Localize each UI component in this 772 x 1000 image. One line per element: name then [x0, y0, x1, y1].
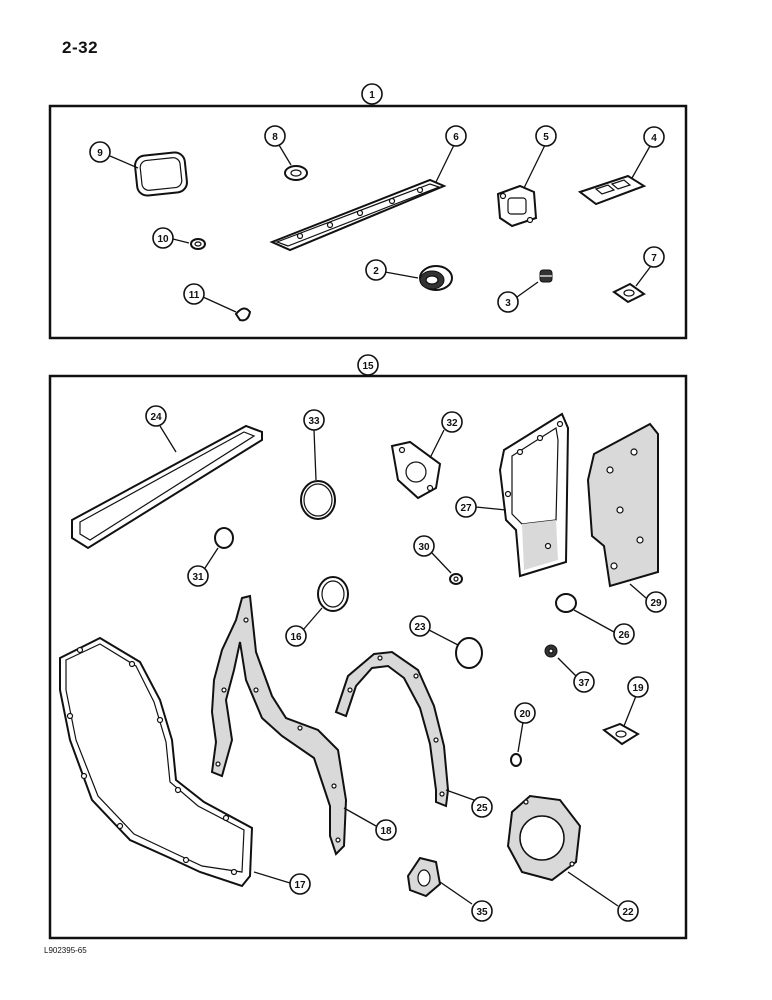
part-27-cooler-gasket — [498, 412, 570, 578]
figure-reference-code: L902395-65 — [44, 946, 87, 955]
callout-33-label: 33 — [308, 416, 320, 427]
part-24-pan-gasket — [71, 424, 263, 550]
callout-25-label: 25 — [476, 803, 488, 814]
callout-2: 2 — [365, 259, 419, 281]
part-5-flange-gasket — [496, 184, 538, 228]
part-22-exhaust-gasket — [506, 794, 582, 882]
callout-10-label: 10 — [157, 234, 169, 245]
callout-2-label: 2 — [373, 266, 379, 277]
callout-30: 30 — [413, 535, 452, 574]
callout-16: 16 — [285, 607, 323, 647]
callout-6-label: 6 — [453, 132, 459, 143]
callout-3-label: 3 — [505, 298, 511, 309]
lower-kit-panel — [48, 374, 688, 940]
part-10-small-ring — [190, 238, 206, 250]
callout-35: 35 — [439, 881, 493, 922]
callout-11-label: 11 — [189, 290, 200, 301]
callout-17: 17 — [253, 871, 311, 895]
part-30-washer — [449, 573, 463, 585]
callout-27-label: 27 — [460, 503, 472, 514]
part-6-long-gasket — [269, 178, 447, 252]
part-26-o-ring — [555, 593, 577, 613]
callout-26: 26 — [573, 609, 635, 645]
callout-37-label: 37 — [578, 678, 590, 689]
callout-11: 11 — [183, 283, 237, 313]
callout-8: 8 — [264, 125, 292, 166]
callout-15: 15 — [357, 354, 379, 377]
part-11-clip — [234, 307, 252, 322]
callout-7-label: 7 — [651, 253, 657, 264]
part-16-o-ring — [317, 576, 349, 612]
part-33-o-ring — [300, 480, 336, 520]
callout-29-label: 29 — [650, 598, 662, 609]
callout-24-label: 24 — [150, 412, 162, 423]
callout-27: 27 — [455, 496, 507, 518]
part-4-twin-port-gasket — [577, 174, 647, 206]
callout-9: 9 — [89, 141, 139, 169]
callout-29: 29 — [629, 583, 667, 613]
part-17-gear-housing-gasket — [59, 636, 254, 888]
callout-32-label: 32 — [446, 418, 458, 429]
callout-30-label: 30 — [418, 542, 430, 553]
callout-26-label: 26 — [618, 630, 630, 641]
callout-25: 25 — [445, 789, 493, 818]
callout-3: 3 — [497, 281, 539, 313]
callout-20-label: 20 — [519, 709, 531, 720]
callout-19-label: 19 — [632, 683, 644, 694]
callout-19: 19 — [623, 676, 649, 727]
callout-17-label: 17 — [294, 880, 306, 891]
callout-1-label: 1 — [369, 90, 375, 101]
callout-6: 6 — [435, 125, 467, 183]
callout-35-label: 35 — [476, 907, 488, 918]
part-20-small-ring — [510, 753, 522, 767]
part-2-thick-seal — [419, 265, 453, 291]
part-37-grommet — [544, 644, 558, 658]
callout-18-label: 18 — [380, 826, 392, 837]
part-23-o-ring — [455, 637, 483, 669]
callout-22-label: 22 — [622, 907, 634, 918]
part-31-small-o-ring — [214, 527, 234, 549]
part-19-small-flange — [601, 722, 640, 746]
part-8-ring — [284, 165, 308, 181]
part-3-grommet — [539, 269, 553, 283]
part-32-plate-gasket — [390, 440, 442, 500]
callout-23: 23 — [409, 615, 459, 646]
part-9-seal — [134, 151, 188, 197]
callout-10: 10 — [152, 227, 190, 249]
part-35-small-gasket — [406, 856, 442, 898]
callout-5-label: 5 — [543, 132, 549, 143]
callout-24: 24 — [145, 405, 177, 453]
callout-22: 22 — [567, 871, 639, 922]
callout-1: 1 — [361, 83, 383, 106]
callout-31: 31 — [187, 547, 219, 587]
callout-18: 18 — [343, 807, 397, 841]
callout-7: 7 — [635, 246, 665, 287]
callout-31-label: 31 — [192, 572, 204, 583]
page-number: 2-32 — [62, 38, 99, 57]
part-7-small-flange — [612, 282, 646, 304]
callout-16-label: 16 — [290, 632, 302, 643]
callout-8-label: 8 — [272, 132, 278, 143]
callout-4: 4 — [631, 126, 665, 179]
callout-23-label: 23 — [414, 622, 426, 633]
callout-32: 32 — [429, 411, 463, 459]
part-25-arch-gasket — [334, 650, 450, 808]
callout-20: 20 — [514, 702, 536, 753]
callout-9-label: 9 — [97, 148, 103, 159]
upper-kit-panel — [48, 104, 688, 340]
part-29-solid-cooler-gasket — [586, 422, 659, 588]
part-18-front-cover-gasket — [210, 594, 348, 856]
callout-4-label: 4 — [651, 133, 657, 144]
callout-5: 5 — [523, 125, 557, 189]
callout-15-label: 15 — [362, 361, 374, 372]
callout-33: 33 — [303, 409, 325, 481]
callout-37: 37 — [557, 657, 595, 693]
